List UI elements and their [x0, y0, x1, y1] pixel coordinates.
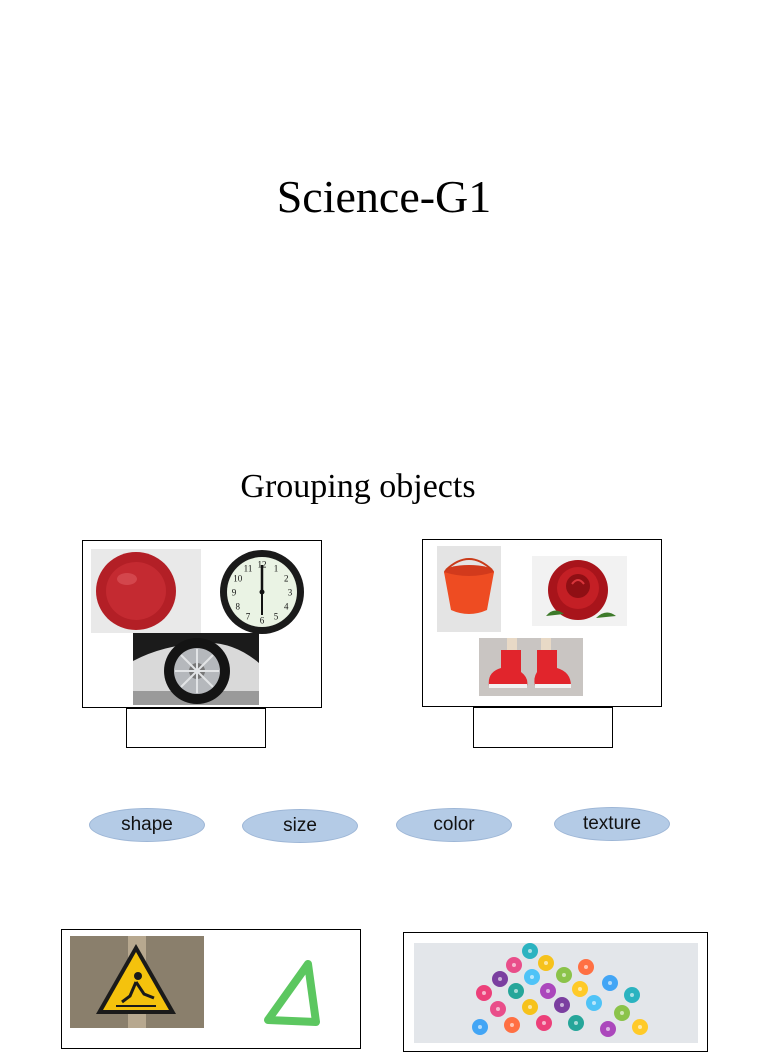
- button-hole: [562, 973, 566, 977]
- button-hole: [530, 975, 534, 979]
- group-three-frame: [61, 929, 361, 1049]
- group-one-answer-box[interactable]: [126, 708, 266, 748]
- button-hole: [478, 1025, 482, 1029]
- red-bucket-image: [437, 546, 501, 632]
- clock-numeral: 1: [274, 563, 279, 573]
- clock-numeral: 9: [232, 588, 237, 598]
- clock-numeral: 5: [274, 612, 279, 622]
- option-shape-button[interactable]: shape: [89, 808, 205, 842]
- red-plate-image: [91, 549, 201, 633]
- slide-title: Science-G1: [276, 171, 492, 222]
- clock-numeral: 10: [233, 574, 243, 584]
- wet-floor-sign-image: [70, 936, 204, 1028]
- colorful-buttons-image: [414, 943, 698, 1043]
- clock-numeral: 12: [258, 560, 267, 570]
- button-hole: [584, 965, 588, 969]
- button-hole: [528, 949, 532, 953]
- green-triangle-ruler-image: [258, 960, 322, 1030]
- red-sneakers-image: [479, 638, 583, 696]
- option-size-button[interactable]: size: [242, 809, 358, 843]
- clock-numeral: 4: [284, 602, 289, 612]
- button-hole: [606, 1027, 610, 1031]
- button-hole: [638, 1025, 642, 1029]
- button-hole: [608, 981, 612, 985]
- slide-subtitle: Grouping objects: [240, 468, 476, 505]
- button-hole: [620, 1011, 624, 1015]
- option-texture-button[interactable]: texture: [554, 807, 670, 841]
- option-color-button[interactable]: color: [396, 808, 512, 842]
- button-hole: [560, 1003, 564, 1007]
- clock-numeral: 8: [236, 602, 241, 612]
- button-hole: [630, 993, 634, 997]
- button-hole: [482, 991, 486, 995]
- button-hole: [498, 977, 502, 981]
- group-four-frame: [403, 932, 708, 1052]
- group-two-frame: [422, 539, 662, 707]
- button-hole: [514, 989, 518, 993]
- car-wheel-image: [133, 633, 259, 705]
- red-rose-image: [532, 556, 627, 626]
- clock-numeral: 2: [284, 574, 289, 584]
- button-hole: [528, 1005, 532, 1009]
- clock-numeral: 11: [244, 563, 253, 573]
- group-two-answer-box[interactable]: [473, 707, 613, 748]
- button-hole: [546, 989, 550, 993]
- clock-numeral: 7: [246, 612, 251, 622]
- button-hole: [592, 1001, 596, 1005]
- button-hole: [496, 1007, 500, 1011]
- button-hole: [542, 1021, 546, 1025]
- clock-numeral: 6: [260, 616, 265, 626]
- button-hole: [544, 961, 548, 965]
- button-hole: [512, 963, 516, 967]
- button-hole: [578, 987, 582, 991]
- button-hole: [574, 1021, 578, 1025]
- clock-numeral: 3: [288, 588, 293, 598]
